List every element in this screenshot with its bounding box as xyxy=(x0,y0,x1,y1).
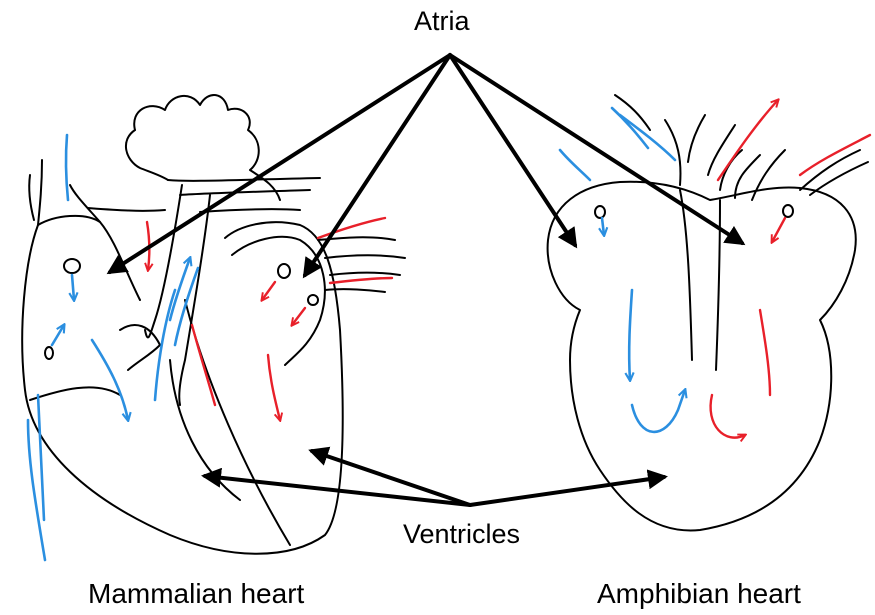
flow-arrow-red xyxy=(711,395,745,438)
mammalian-left-atrium-wall xyxy=(232,237,325,365)
pulmonary-trunk xyxy=(145,185,182,337)
atria-pointer-arrow xyxy=(450,55,575,245)
flow-arrow-blue xyxy=(612,108,648,148)
flow-arrow-blue xyxy=(560,150,590,180)
flow-arrow-blue xyxy=(632,390,685,432)
superior-vena-cava xyxy=(38,160,42,225)
mammalian-ra-opening-2 xyxy=(45,347,53,359)
mammalian-heart-drawing xyxy=(22,95,405,554)
flow-arrow-red xyxy=(760,310,770,395)
amphibian-blood-flow xyxy=(560,100,870,438)
ventricles-pointer-arrow xyxy=(470,477,664,505)
amphibian-ra-opening xyxy=(595,206,605,218)
amphibian-interatrial-septum xyxy=(680,190,692,360)
flow-arrow-blue xyxy=(38,395,44,520)
mammalian-la-opening xyxy=(278,264,290,278)
amphibian-heart-caption: Amphibian heart xyxy=(597,580,801,608)
pulmonary-vessel xyxy=(168,178,320,181)
flow-arrow-red xyxy=(330,278,392,283)
flow-arrow-blue xyxy=(602,218,604,235)
amphibian-heart-drawing xyxy=(548,95,868,530)
aortic-arch xyxy=(134,95,280,200)
mammalian-right-atrium-wall xyxy=(38,216,140,300)
ventricles-pointers xyxy=(205,451,664,505)
mammalian-ra-opening xyxy=(64,259,80,273)
mammalian-valve xyxy=(120,325,160,370)
flow-arrow-red xyxy=(772,218,785,242)
flow-arrow-red xyxy=(192,325,215,405)
atria-pointers xyxy=(110,55,742,275)
flow-arrow-red xyxy=(800,135,870,175)
flow-arrow-red xyxy=(292,308,305,325)
atria-pointer-arrow xyxy=(305,55,450,275)
mammalian-heart-caption: Mammalian heart xyxy=(88,580,304,608)
flow-arrow-blue xyxy=(66,135,68,200)
mammalian-septum xyxy=(185,300,290,545)
flow-arrow-blue xyxy=(52,325,64,345)
atria-label: Atria xyxy=(414,8,470,35)
amphibian-la-opening xyxy=(783,205,793,217)
mammalian-la-opening-2 xyxy=(308,295,318,305)
flow-arrow-blue xyxy=(629,290,632,380)
atria-pointer-arrow xyxy=(110,55,450,272)
aorta-inner xyxy=(126,130,168,180)
flow-arrow-red xyxy=(318,218,385,238)
flow-arrow-blue xyxy=(72,275,74,300)
flow-arrow-red xyxy=(262,282,275,300)
flow-arrow-red xyxy=(268,355,280,420)
ventricles-label: Ventricles xyxy=(403,521,520,548)
flow-arrow-blue xyxy=(92,340,128,420)
mammalian-rv-wall xyxy=(30,387,120,400)
amphibian-heart-outline xyxy=(548,182,856,531)
